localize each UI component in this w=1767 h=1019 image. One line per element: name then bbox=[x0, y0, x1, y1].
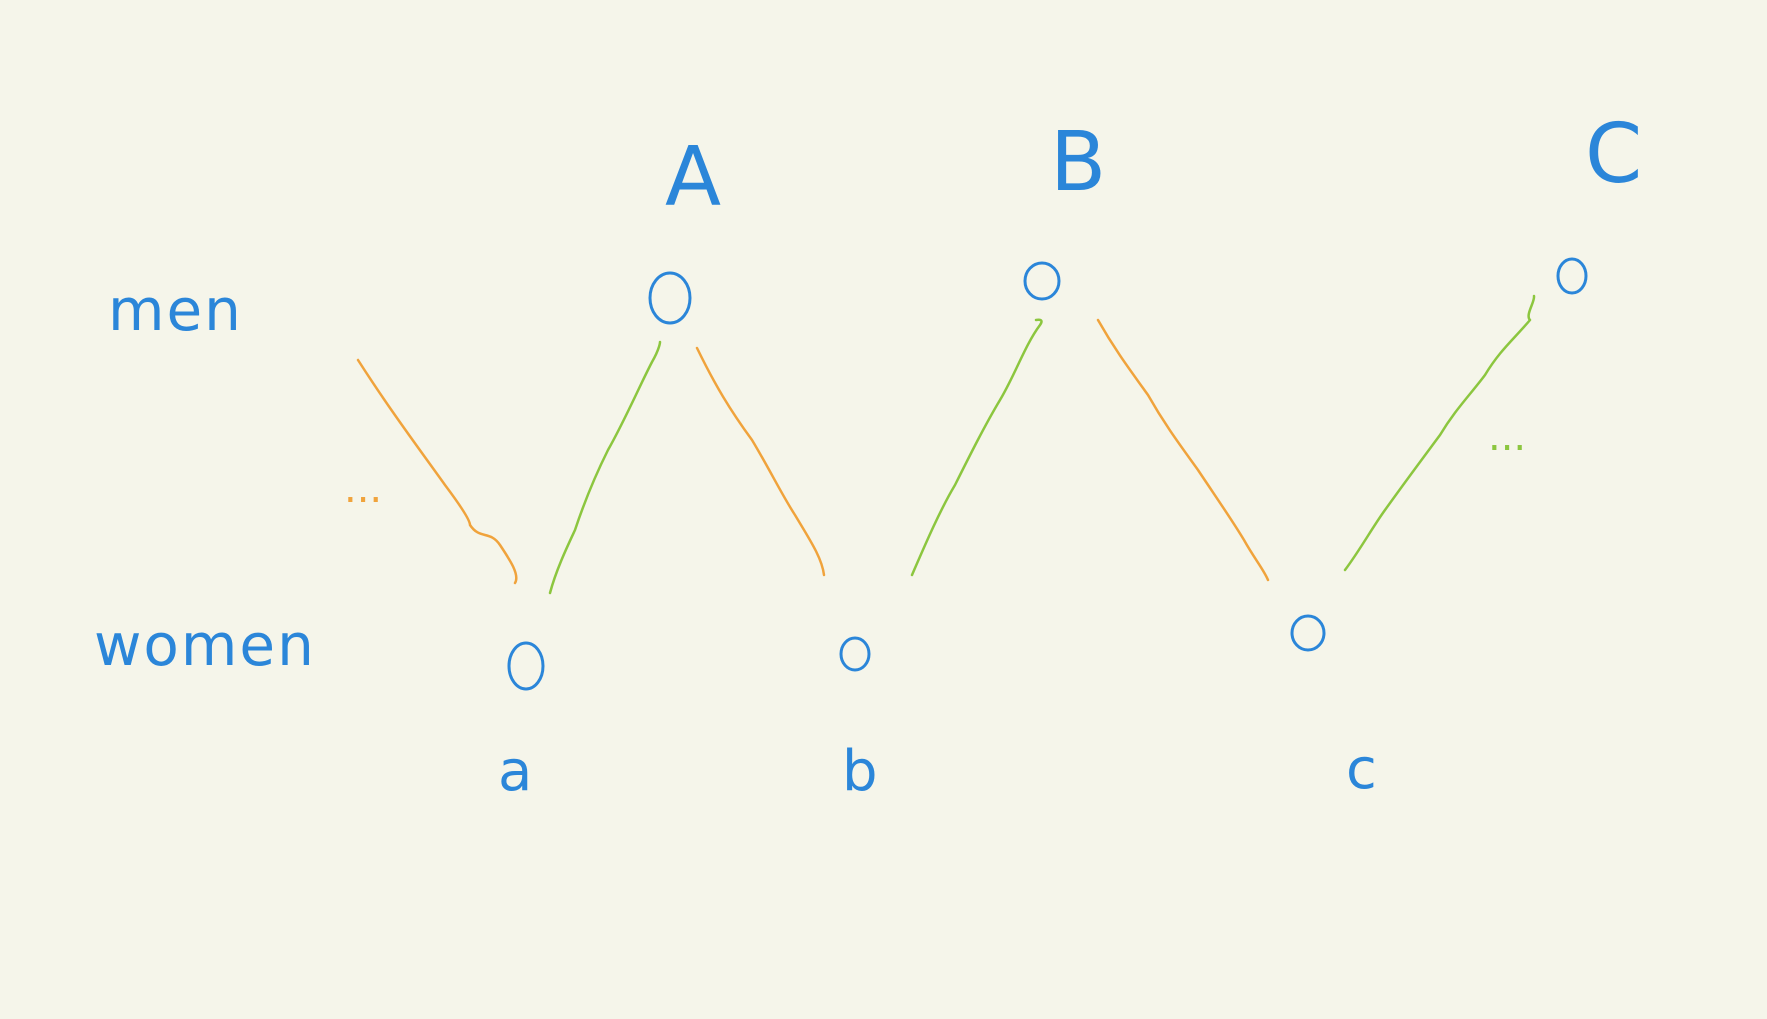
edge-orange-B-to-c bbox=[1096, 318, 1270, 582]
woman-label-c: c bbox=[1346, 737, 1377, 802]
man-label-B: B bbox=[1050, 115, 1106, 210]
man-node-B bbox=[1023, 261, 1061, 301]
man-node-A bbox=[648, 271, 692, 325]
man-node-C bbox=[1556, 257, 1588, 295]
edge-orange-A-to-b bbox=[695, 346, 826, 577]
men-row-label: men bbox=[108, 276, 243, 344]
ellipsis-left: ... bbox=[344, 466, 382, 512]
woman-node-c bbox=[1290, 614, 1326, 652]
man-label-C: C bbox=[1585, 107, 1642, 202]
women-row-label: women bbox=[94, 611, 316, 679]
edge-green-b-to-B bbox=[910, 318, 1043, 577]
edge-green-c-to-C bbox=[1343, 294, 1536, 572]
ellipsis-right: ... bbox=[1488, 414, 1526, 460]
edge-orange-left-to-a bbox=[356, 358, 518, 585]
woman-label-a: a bbox=[498, 739, 532, 804]
woman-node-a bbox=[507, 641, 545, 691]
man-label-A: A bbox=[665, 130, 721, 225]
woman-node-b bbox=[839, 636, 871, 672]
edge-green-a-to-A bbox=[548, 340, 662, 595]
woman-label-b: b bbox=[842, 739, 878, 804]
